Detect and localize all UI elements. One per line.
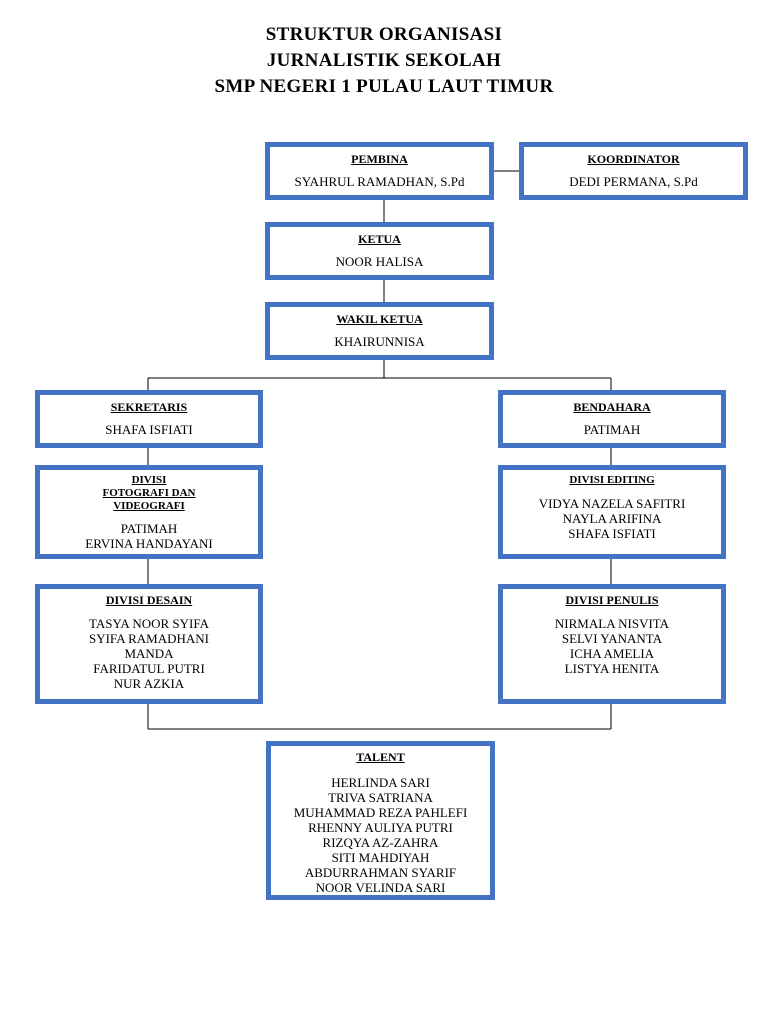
wakil-ketua-name: KHAIRUNNISA [334, 334, 425, 349]
pembina-name: SYAHRUL RAMADHAN, S.Pd [294, 174, 465, 189]
ketua-box: KETUA NOOR HALISA [265, 222, 494, 280]
divisi-editing-title: DIVISI EDITING [569, 474, 655, 486]
pembina-title: PEMBINA [351, 152, 408, 166]
divisi-fotografi-member: ERVINA HANDAYANI [85, 536, 213, 551]
divisi-penulis-member: SELVI YANANTA [561, 631, 663, 646]
title-line-3: SMP NEGERI 1 PULAU LAUT TIMUR [214, 76, 554, 97]
koordinator-name: DEDI PERMANA, S.Pd [569, 174, 698, 189]
divisi-fotografi-title-line-3: VIDEOGRAFI [113, 500, 185, 512]
talent-box: TALENT HERLINDA SARI TRIVA SATRIANA MUHA… [266, 741, 495, 900]
talent-member: RHENNY AULIYA PUTRI [308, 820, 453, 835]
bendahara-title: BENDAHARA [573, 400, 651, 414]
divisi-editing-member: VIDYA NAZELA SAFITRI [538, 496, 686, 511]
sekretaris-name: SHAFA ISFIATI [105, 422, 193, 437]
ketua-name: NOOR HALISA [335, 254, 424, 269]
divisi-penulis-member: NIRMALA NISVITA [554, 616, 670, 631]
wakil-ketua-title: WAKIL KETUA [336, 312, 423, 326]
ketua-title: KETUA [358, 232, 401, 246]
divisi-penulis-box: DIVISI PENULIS NIRMALA NISVITA SELVI YAN… [498, 584, 726, 704]
divisi-editing-box: DIVISI EDITING VIDYA NAZELA SAFITRI NAYL… [498, 465, 726, 559]
divisi-penulis-member: LISTYA HENITA [564, 661, 660, 676]
divisi-penulis-title: DIVISI PENULIS [565, 593, 659, 607]
talent-member: MUHAMMAD REZA PAHLEFI [293, 805, 468, 820]
divisi-fotografi-title-line-1: DIVISI [131, 474, 167, 486]
pembina-box: PEMBINA SYAHRUL RAMADHAN, S.Pd [265, 142, 494, 200]
divisi-fotografi-box: DIVISI FOTOGRAFI DAN VIDEOGRAFI PATIMAH … [35, 465, 263, 559]
divisi-fotografi-title-line-2: FOTOGRAFI DAN [102, 487, 196, 499]
divisi-desain-member: NUR AZKIA [113, 676, 185, 691]
title-line-2: JURNALISTIK SEKOLAH [266, 50, 502, 71]
bendahara-name: PATIMAH [583, 422, 641, 437]
wakil-ketua-box: WAKIL KETUA KHAIRUNNISA [265, 302, 494, 360]
divisi-desain-member: MANDA [124, 646, 174, 661]
title-line-1: STRUKTUR ORGANISASI [265, 24, 503, 45]
talent-member: TRIVA SATRIANA [328, 790, 433, 805]
divisi-editing-member: SHAFA ISFIATI [568, 526, 656, 541]
talent-title: TALENT [356, 750, 405, 764]
bendahara-box: BENDAHARA PATIMAH [498, 390, 726, 448]
sekretaris-title: SEKRETARIS [110, 400, 188, 414]
divisi-editing-member: NAYLA ARIFINA [562, 511, 662, 526]
divisi-desain-title: DIVISI DESAIN [105, 593, 193, 607]
divisi-desain-member: FARIDATUL PUTRI [93, 661, 205, 676]
talent-member: SITI MAHDIYAH [331, 850, 430, 865]
divisi-desain-box: DIVISI DESAIN TASYA NOOR SYIFA SYIFA RAM… [35, 584, 263, 704]
koordinator-title: KOORDINATOR [587, 152, 680, 166]
talent-member: NOOR VELINDA SARI [315, 880, 446, 895]
talent-member: ABDURRAHMAN SYARIF [304, 865, 457, 880]
talent-member: RIZQYA AZ-ZAHRA [322, 835, 439, 850]
talent-member: HERLINDA SARI [331, 775, 430, 790]
sekretaris-box: SEKRETARIS SHAFA ISFIATI [35, 390, 263, 448]
divisi-penulis-member: ICHA AMELIA [569, 646, 655, 661]
koordinator-box: KOORDINATOR DEDI PERMANA, S.Pd [519, 142, 748, 200]
divisi-fotografi-title: DIVISI FOTOGRAFI DAN VIDEOGRAFI [40, 474, 258, 513]
divisi-desain-member: SYIFA RAMADHANI [88, 631, 210, 646]
divisi-fotografi-member: PATIMAH [120, 521, 178, 536]
divisi-desain-member: TASYA NOOR SYIFA [88, 616, 210, 631]
chart-title: STRUKTUR ORGANISASI JURNALISTIK SEKOLAH … [0, 22, 768, 100]
